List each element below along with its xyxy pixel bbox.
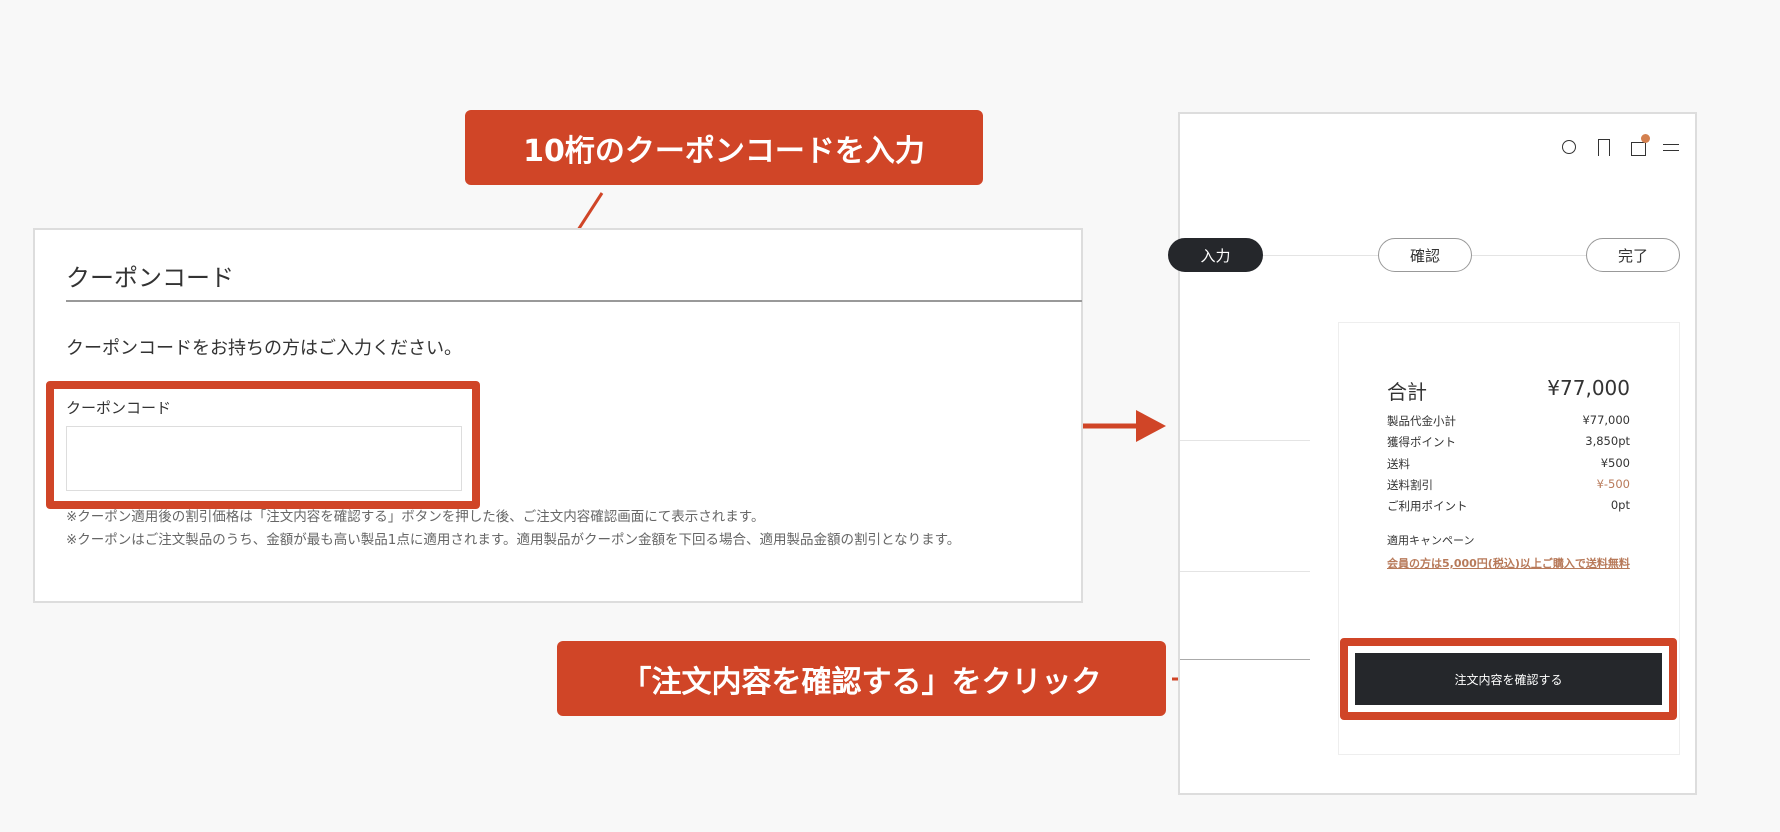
highlight-coupon-input	[46, 381, 480, 509]
coupon-title: クーポンコード	[66, 264, 234, 292]
search-icon[interactable]	[1562, 140, 1576, 154]
campaign-label: 適用キャンペーン	[1387, 534, 1475, 547]
row-label: 獲得ポイント	[1387, 435, 1456, 449]
coupon-code-input[interactable]	[66, 426, 462, 491]
row-value: 3,850pt	[1585, 434, 1630, 448]
step-input: 入力	[1168, 238, 1263, 272]
cart-badge	[1641, 134, 1650, 143]
coupon-title-divider	[66, 300, 1082, 302]
arrow-right-icon	[1136, 410, 1166, 442]
divider	[1180, 571, 1310, 572]
divider	[1180, 440, 1310, 441]
summary-row: 送料 ¥500	[1387, 456, 1630, 472]
row-label: 送料割引	[1387, 478, 1433, 492]
confirm-order-button[interactable]: 注文内容を確認する	[1355, 653, 1662, 705]
step-complete: 完了	[1586, 238, 1680, 272]
highlight-confirm-button	[1340, 638, 1677, 720]
row-label: 製品代金小計	[1387, 414, 1456, 428]
row-value: ¥-500	[1596, 477, 1630, 491]
menu-icon[interactable]	[1663, 144, 1679, 151]
total-label: 合計	[1387, 380, 1427, 404]
coupon-card	[33, 228, 1083, 603]
coupon-field-label: クーポンコード	[66, 399, 172, 417]
summary-row: 獲得ポイント 3,850pt	[1387, 434, 1630, 450]
cart-icon[interactable]	[1631, 134, 1650, 156]
summary-row: ご利用ポイント 0pt	[1387, 498, 1630, 514]
coupon-note-1: ※クーポン適用後の割引価格は「注文内容を確認する」ボタンを押した後、ご注文内容確…	[66, 509, 765, 525]
row-value: 0pt	[1610, 498, 1630, 512]
row-value: ¥77,000	[1582, 413, 1630, 427]
coupon-note-2: ※クーポンはご注文製品のうち、金額が最も高い製品1点に適用されます。適用製品がク…	[66, 532, 961, 548]
bookmark-icon[interactable]	[1598, 139, 1610, 156]
row-label: 送料	[1387, 457, 1410, 471]
step-confirm: 確認	[1378, 238, 1472, 272]
total-value: ¥77,000	[1547, 376, 1630, 400]
divider	[1180, 659, 1310, 660]
summary-row: 製品代金小計 ¥77,000	[1387, 413, 1630, 429]
coupon-description: クーポンコードをお持ちの方はご入力ください。	[66, 338, 462, 359]
row-value: ¥500	[1600, 456, 1630, 470]
summary-total: 合計 ¥77,000	[1387, 376, 1630, 405]
callout-enter-coupon: 10桁のクーポンコードを入力	[465, 110, 983, 185]
campaign-link[interactable]: 会員の方は5,000円(税込)以上ご購入で送料無料	[1387, 557, 1630, 570]
summary-row: 送料割引 ¥-500	[1387, 477, 1630, 493]
row-label: ご利用ポイント	[1387, 499, 1468, 513]
callout-click-confirm: 「注文内容を確認する」をクリック	[557, 641, 1166, 716]
